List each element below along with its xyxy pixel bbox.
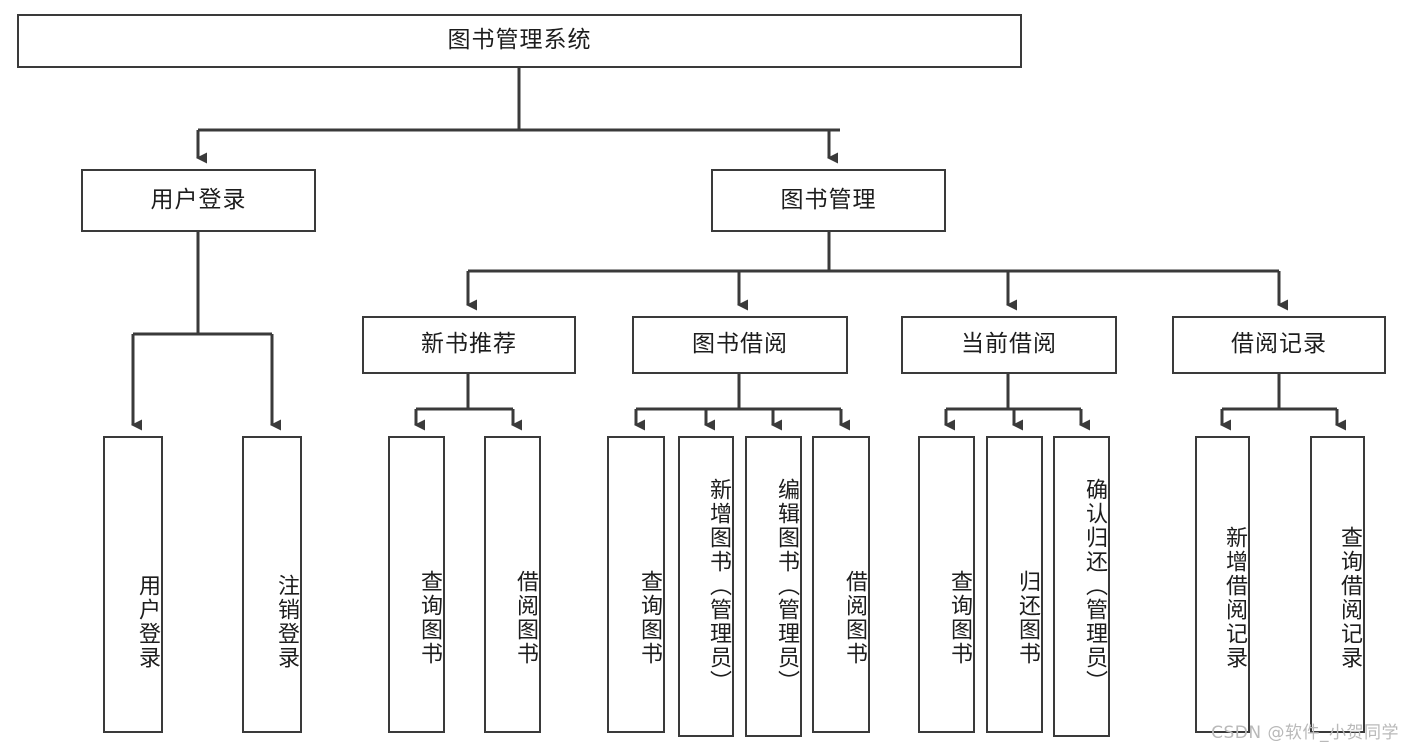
node-label: 归还图书	[1015, 569, 1040, 666]
node-label: 新增借阅记录	[1222, 525, 1247, 670]
node-label: 编辑图书（管理员）	[774, 477, 799, 694]
node-label: 查询图书	[637, 569, 662, 666]
node-leaf-confirm-return-admin[interactable]: 确认归还（管理员）	[1053, 436, 1110, 737]
node-label: 图书借阅	[692, 331, 788, 358]
node-leaf-query-book-borrow[interactable]: 查询图书	[607, 436, 665, 733]
node-leaf-query-book-current[interactable]: 查询图书	[918, 436, 975, 733]
node-book-management[interactable]: 图书管理	[711, 169, 946, 232]
node-leaf-edit-book-admin[interactable]: 编辑图书（管理员）	[745, 436, 802, 737]
node-label: 确认归还（管理员）	[1082, 477, 1107, 694]
node-new-book-recommend[interactable]: 新书推荐	[362, 316, 576, 374]
node-leaf-borrow-book-recommend[interactable]: 借阅图书	[484, 436, 541, 733]
node-label: 图书管理	[780, 186, 877, 213]
node-leaf-return-book[interactable]: 归还图书	[986, 436, 1043, 733]
node-leaf-user-logout[interactable]: 注销登录	[242, 436, 302, 733]
node-leaf-add-book-admin[interactable]: 新增图书（管理员）	[678, 436, 734, 737]
node-label: 用户登录	[135, 573, 160, 670]
node-label: 查询借阅记录	[1337, 525, 1362, 670]
node-label: 新书推荐	[421, 331, 517, 358]
node-current-borrow[interactable]: 当前借阅	[901, 316, 1117, 374]
node-label: 查询图书	[417, 569, 442, 666]
node-label: 借阅图书	[842, 569, 867, 666]
node-label: 借阅图书	[513, 569, 538, 666]
node-label: 查询图书	[947, 569, 972, 666]
node-label: 图书管理系统	[447, 27, 592, 54]
node-label: 新增图书（管理员）	[706, 477, 731, 694]
node-label: 用户登录	[150, 186, 247, 213]
node-leaf-add-borrow-record[interactable]: 新增借阅记录	[1195, 436, 1250, 733]
node-leaf-query-borrow-record[interactable]: 查询借阅记录	[1310, 436, 1365, 733]
node-user-login[interactable]: 用户登录	[81, 169, 316, 232]
node-label: 当前借阅	[961, 331, 1057, 358]
node-label: 借阅记录	[1231, 331, 1327, 358]
node-book-borrow[interactable]: 图书借阅	[632, 316, 848, 374]
node-root-book-management-system[interactable]: 图书管理系统	[17, 14, 1022, 68]
node-leaf-query-book-recommend[interactable]: 查询图书	[388, 436, 445, 733]
node-leaf-borrow-book[interactable]: 借阅图书	[812, 436, 870, 733]
csdn-watermark: CSDN @软件_小贺同学	[1211, 723, 1399, 743]
node-borrow-record[interactable]: 借阅记录	[1172, 316, 1386, 374]
node-label: 注销登录	[274, 573, 299, 670]
node-leaf-user-login[interactable]: 用户登录	[103, 436, 163, 733]
